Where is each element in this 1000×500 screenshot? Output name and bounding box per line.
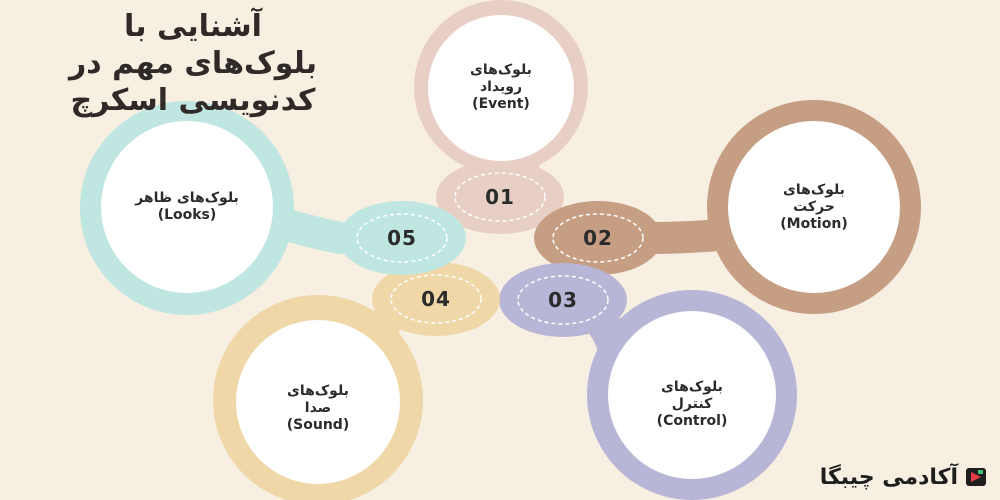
title-line-3: کدنویسی اسکرچ xyxy=(70,83,316,118)
event-line-2: رویداد xyxy=(479,79,523,95)
control-line-3: (Control) xyxy=(656,413,728,429)
looks-line-1: بلوک‌های ظاهر xyxy=(135,190,239,206)
number-02: 02 xyxy=(583,226,613,250)
label-motion: بلوک‌های حرکت (Motion) xyxy=(744,182,884,233)
number-01: 01 xyxy=(485,185,515,209)
ribbon-motion xyxy=(534,100,921,314)
sound-line-1: بلوک‌های xyxy=(287,383,349,399)
event-line-3: (Event) xyxy=(472,96,530,112)
number-05: 05 xyxy=(387,226,417,250)
number-04: 04 xyxy=(421,287,451,311)
logo-mark-icon xyxy=(966,468,986,486)
label-sound: بلوک‌های صدا (Sound) xyxy=(248,383,388,434)
ribbon-sound xyxy=(213,262,500,500)
diagram-title: آشنایی با بلوک‌های مهم در کدنویسی اسکرچ xyxy=(18,8,368,119)
control-line-1: بلوک‌های xyxy=(661,379,723,395)
title-line-2: بلوک‌های مهم در xyxy=(68,46,318,81)
sound-line-2: صدا xyxy=(304,400,332,416)
looks-line-2: (Looks) xyxy=(157,207,217,223)
event-line-1: بلوک‌های xyxy=(470,62,532,78)
number-03: 03 xyxy=(548,288,578,312)
label-looks: بلوک‌های ظاهر (Looks) xyxy=(117,190,257,224)
brand-logo: آکادمی چیبگا xyxy=(820,462,988,492)
ribbon-control xyxy=(499,263,797,500)
logo-text: آکادمی چیبگا xyxy=(819,464,958,490)
ribbon-event xyxy=(414,0,588,234)
motion-line-1: بلوک‌های xyxy=(783,182,845,198)
label-control: بلوک‌های کنترل (Control) xyxy=(622,379,762,430)
control-line-2: کنترل xyxy=(671,396,713,412)
motion-line-2: حرکت xyxy=(793,199,835,215)
title-line-1: آشنایی با xyxy=(124,9,262,44)
sound-line-3: (Sound) xyxy=(286,417,350,433)
motion-line-3: (Motion) xyxy=(780,216,848,232)
label-event: بلوک‌های رویداد (Event) xyxy=(431,62,571,113)
ribbon-looks xyxy=(80,101,466,315)
